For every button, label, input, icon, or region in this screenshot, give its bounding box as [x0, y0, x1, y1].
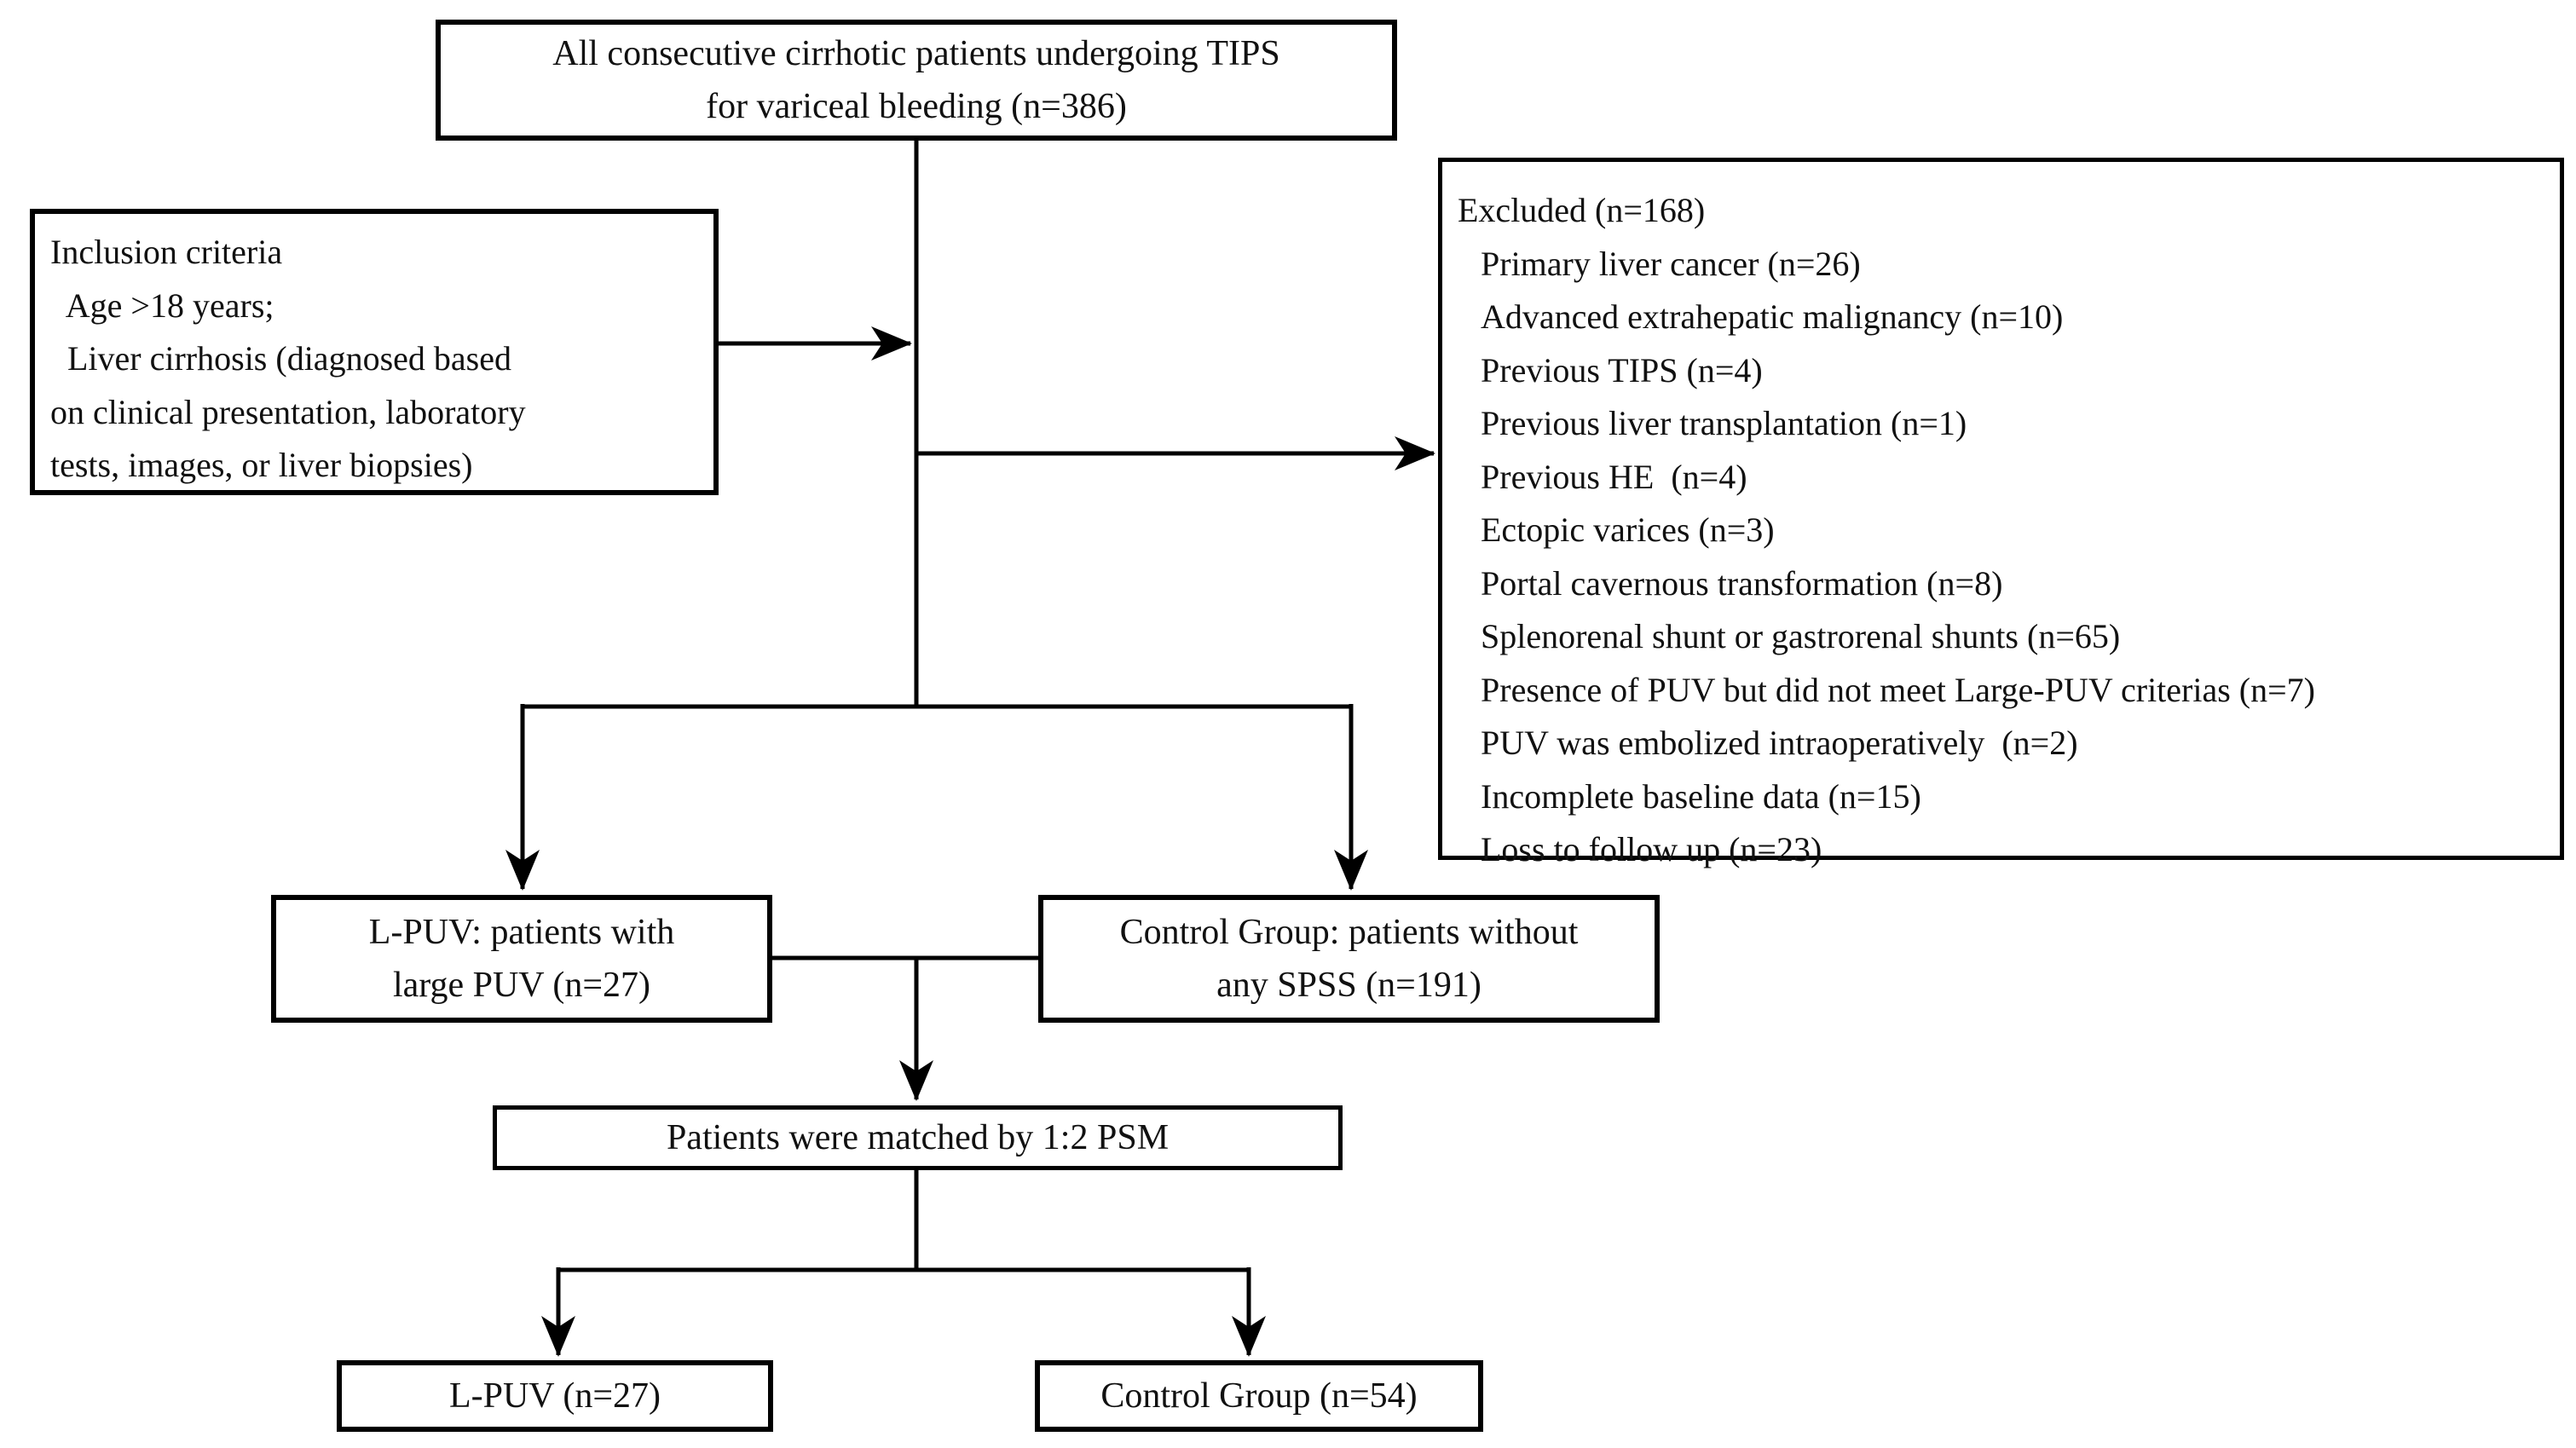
excluded-item: Portal cavernous transformation (n=8) — [1481, 563, 2003, 603]
excluded-item: Previous liver transplantation (n=1) — [1481, 404, 1967, 442]
inclusion-line: tests, images, or liver biopsies) — [50, 446, 473, 484]
excluded-item: Loss to follow up (n=23) — [1481, 830, 1822, 868]
excluded-item: Incomplete baseline data (n=15) — [1481, 776, 1921, 816]
excluded-item: Splenorenal shunt or gastrorenal shunts … — [1481, 617, 2121, 655]
inclusion-line: Age >18 years; — [50, 286, 274, 325]
control-final-label: Control Group (n=54) — [1100, 1376, 1418, 1416]
psm-box: Patients were matched by 1:2 PSM — [493, 1105, 1343, 1170]
excluded-item: PUV was embolized intraoperatively (n=2) — [1481, 724, 2078, 762]
excluded-item: Ectopic varices (n=3) — [1481, 511, 1775, 549]
excluded-item: Primary liver cancer (n=26) — [1481, 244, 1861, 283]
control-group-line: Control Group: patients without — [1119, 913, 1579, 952]
inclusion-criteria-box: Inclusion criteria Age >18 years; Liver … — [30, 209, 719, 495]
excluded-title: Excluded (n=168) — [1458, 191, 1706, 229]
excluded-item: Presence of PUV but did not meet Large-P… — [1481, 670, 2316, 709]
inclusion-line: Inclusion criteria — [50, 233, 283, 271]
psm-label: Patients were matched by 1:2 PSM — [666, 1118, 1170, 1157]
excluded-item: Previous TIPS (n=4) — [1481, 350, 1763, 389]
inclusion-line: on clinical presentation, laboratory — [50, 392, 526, 431]
control-group-line: any SPSS (n=191) — [1216, 966, 1481, 1005]
inclusion-line: Liver cirrhosis (diagnosed based — [50, 339, 511, 378]
control-final-box: Control Group (n=54) — [1035, 1360, 1483, 1432]
lpuv-final-box: L-PUV (n=27) — [337, 1360, 773, 1432]
top-box-line: for variceal bleeding (n=386) — [706, 87, 1127, 126]
excluded-item: Advanced extrahepatic malignancy (n=10) — [1481, 297, 2064, 336]
top-box-line: All consecutive cirrhotic patients under… — [552, 34, 1280, 73]
top-box: All consecutive cirrhotic patients under… — [436, 20, 1397, 141]
lpuv-group-line: large PUV (n=27) — [392, 966, 651, 1005]
lpuv-group-box: L-PUV: patients with large PUV (n=27) — [271, 895, 772, 1023]
excluded-box: Excluded (n=168) Primary liver cancer (n… — [1438, 158, 2564, 868]
excluded-item: Previous HE (n=4) — [1481, 457, 1747, 496]
lpuv-final-label: L-PUV (n=27) — [448, 1376, 661, 1416]
lpuv-group-line: L-PUV: patients with — [368, 913, 675, 952]
control-group-box: Control Group: patients without any SPSS… — [1038, 895, 1660, 1023]
